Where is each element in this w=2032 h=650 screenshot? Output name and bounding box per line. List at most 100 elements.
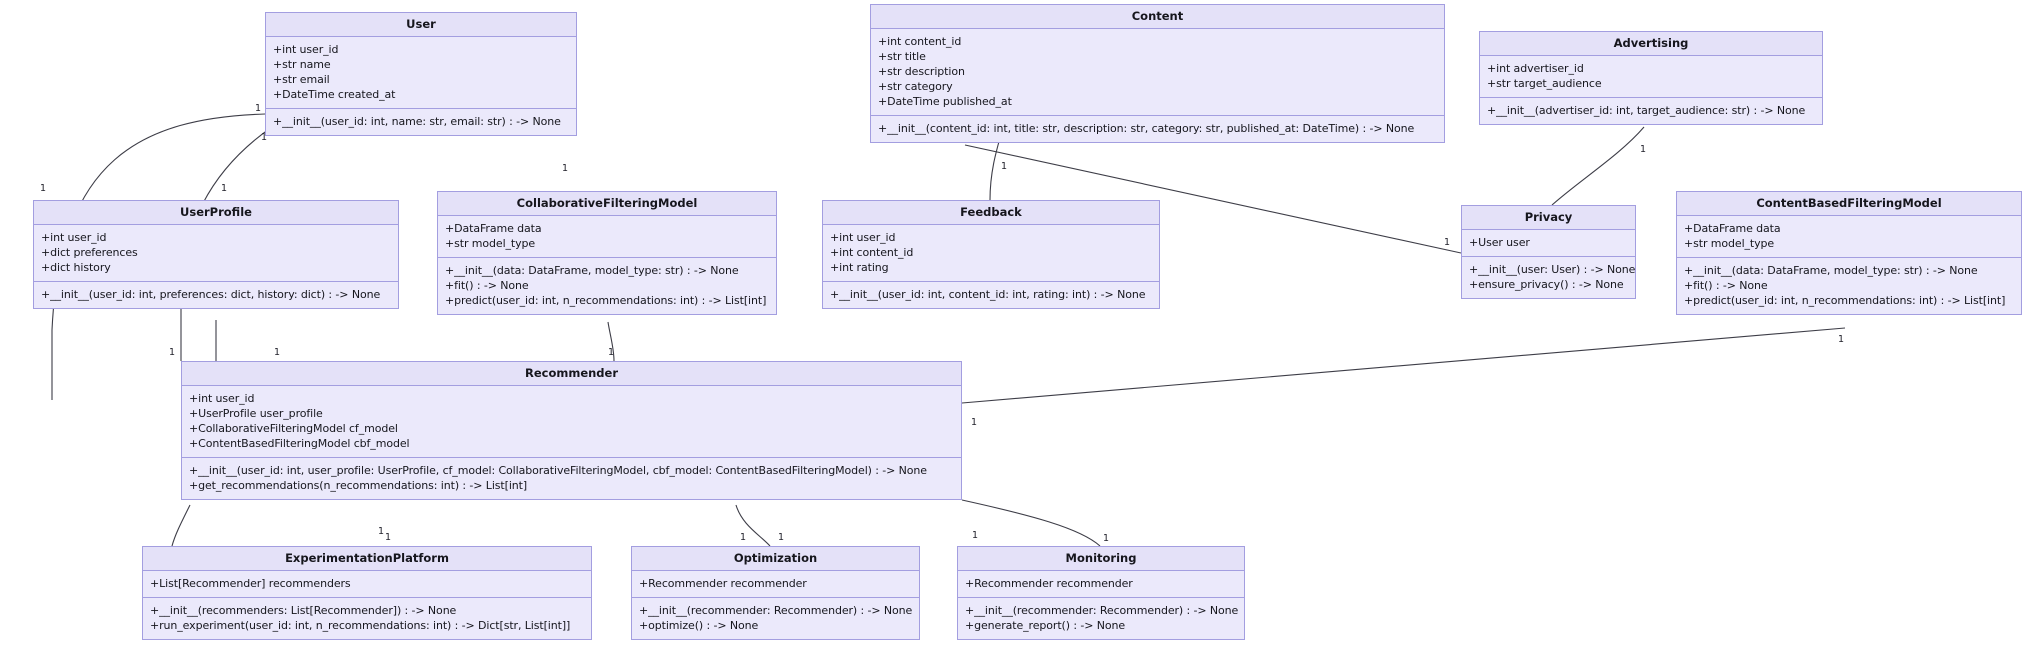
attribute-row: +dict history [41,261,111,274]
attribute-row: +str title [878,50,926,63]
methods-compartment-feedback: +__init__(user_id: int, content_id: int,… [823,282,1159,308]
attribute-row: +int user_id [273,43,339,56]
method-row: +__init__(user_id: int, preferences: dic… [41,288,381,301]
multiplicity-label: 1 [255,103,262,114]
edge-recommender-experimentation [171,504,191,547]
class-box-userprofile[interactable]: UserProfile +int user_id +dict preferences… [33,200,399,309]
attribute-row: +UserProfile user_profile [189,407,323,420]
class-box-content[interactable]: Content +int content_id +str title +str des… [870,4,1445,143]
multiplicity-label: 1 [1103,533,1110,544]
method-row: +__init__(user: User) : -> None [1469,263,1636,276]
attribute-row: +int content_id [878,35,962,48]
class-title-optimization: Optimization [632,547,919,571]
class-title-cbfmodel: ContentBasedFilteringModel [1677,192,2021,216]
attribute-row: +DataFrame data [445,222,542,235]
class-box-cfmodel[interactable]: CollaborativeFilteringModel +DataFrame da… [437,191,777,315]
class-box-optimization[interactable]: Optimization +Recommender recommender +__i… [631,546,920,640]
methods-compartment-content: +__init__(content_id: int, title: str, d… [871,116,1444,142]
method-row: +__init__(recommender: Recommender) : ->… [965,604,1239,617]
attribute-row: +int user_id [830,231,896,244]
attributes-compartment-userprofile: +int user_id +dict preferences +dict histo… [34,225,398,282]
attributes-compartment-content: +int content_id +str title +str descriptio… [871,29,1444,116]
class-box-recommender[interactable]: Recommender+int user_id+UserProfile user… [181,361,962,500]
method-row: +__init__(user_id: int, content_id: int,… [830,288,1146,301]
method-row: +optimize() : -> None [639,619,759,632]
attributes-compartment-feedback: +int user_id+int content_id+int rating [823,225,1159,282]
method-row: +__init__(data: DataFrame, model_type: s… [445,264,739,277]
edge-recommender-cbfmodel [961,327,1846,404]
attributes-compartment-experimentationplatform: +List[Recommender] recommenders [143,571,591,598]
methods-compartment-advertising: +__init__(advertiser_id: int, target_aud… [1480,98,1822,124]
class-title-content: Content [871,5,1444,29]
method-row: +__init__(user_id: int, name: str, email… [273,115,561,128]
attribute-row: +DateTime published_at [878,95,1012,108]
attribute-row: +str email [273,73,330,86]
attributes-compartment-optimization: +Recommender recommender [632,571,919,598]
multiplicity-label: 1 [1640,144,1647,155]
multiplicity-label: 1 [562,163,569,174]
attribute-row: +Recommender recommender [639,577,807,590]
class-title-advertising: Advertising [1480,32,1822,56]
edge-advertising-privacy [1551,126,1645,206]
multiplicity-label: 1 [971,417,978,428]
attribute-row: +int advertiser_id [1487,62,1584,75]
attributes-compartment-privacy: +User user [1462,230,1635,257]
method-row: +get_recommendations(n_recommendations: … [189,479,528,492]
methods-compartment-monitoring: +__init__(recommender: Recommender) : ->… [958,598,1244,639]
attribute-row: +str name [273,58,331,71]
attribute-row: +int user_id [189,392,255,405]
attribute-row: +str description [878,65,965,78]
multiplicity-label: 1 [778,532,785,543]
attribute-row: +str model_type [445,237,536,250]
multiplicity-label: 1 [1444,237,1451,248]
multiplicity-label: 1 [261,132,268,143]
methods-compartment-recommender: +__init__(user_id: int, user_profile: Us… [182,458,961,499]
edge-recommender-monitoring [961,499,1101,547]
methods-compartment-user: +__init__(user_id: int, name: str, email… [266,109,576,135]
attribute-row: +str model_type [1684,237,1775,250]
method-row: +__init__(data: DataFrame, model_type: s… [1684,264,1978,277]
method-row: +fit() : -> None [1684,279,1768,292]
attribute-row: +User user [1469,236,1530,249]
class-box-feedback[interactable]: Feedback+int user_id+int content_id+int … [822,200,1160,309]
methods-compartment-cfmodel: +__init__(data: DataFrame, model_type: s… [438,258,776,314]
multiplicity-label: 1 [740,532,747,543]
method-row: +run_experiment(user_id: int, n_recommen… [150,619,571,632]
attribute-row: +int rating [830,261,889,274]
multiplicity-label: 1 [1001,161,1008,172]
attribute-row: +str category [878,80,953,93]
multiplicity-label: 1 [274,347,281,358]
attributes-compartment-user: +int user_id +str name +str email +DateTime… [266,37,576,109]
class-title-monitoring: Monitoring [958,547,1244,571]
class-title-cfmodel: CollaborativeFilteringModel [438,192,776,216]
attribute-row: +DateTime created_at [273,88,396,101]
class-title-privacy: Privacy [1462,206,1635,230]
class-box-cbfmodel[interactable]: ContentBasedFilteringModel+DataFrame dat… [1676,191,2022,315]
methods-compartment-optimization: +__init__(recommender: Recommender) : ->… [632,598,919,639]
method-row: +predict(user_id: int, n_recommendations… [445,294,767,307]
attribute-row: +dict preferences [41,246,138,259]
attribute-row: +int user_id [41,231,107,244]
attributes-compartment-cbfmodel: +DataFrame data +str model_type [1677,216,2021,258]
method-row: +predict(user_id: int, n_recommendations… [1684,294,2006,307]
class-box-experimentationplatform[interactable]: ExperimentationPlatform+List[Recommender… [142,546,592,640]
multiplicity-label: 1 [169,347,176,358]
attribute-row: +str target_audience [1487,77,1602,90]
class-box-user[interactable]: User +int user_id +str name +str email +Date… [265,12,577,136]
method-row: +generate_report() : -> None [965,619,1126,632]
class-box-advertising[interactable]: Advertising +int advertiser_id +str target… [1479,31,1823,125]
method-row: +__init__(content_id: int, title: str, d… [878,122,1415,135]
multiplicity-label: 1 [378,526,385,537]
class-box-monitoring[interactable]: Monitoring+Recommender recommender +__ini… [957,546,1245,640]
attributes-compartment-monitoring: +Recommender recommender [958,571,1244,598]
method-row: +__init__(recommender: Recommender) : ->… [639,604,913,617]
class-title-userprofile: UserProfile [34,201,398,225]
class-box-privacy[interactable]: Privacy +User user +__init__(user: User) :… [1461,205,1636,299]
method-row: +__init__(advertiser_id: int, target_aud… [1487,104,1806,117]
methods-compartment-cbfmodel: +__init__(data: DataFrame, model_type: s… [1677,258,2021,314]
attribute-row: +CollaborativeFilteringModel cf_model [189,422,398,435]
attribute-row: +List[Recommender] recommenders [150,577,351,590]
attribute-row: +DataFrame data [1684,222,1781,235]
class-title-user: User [266,13,576,37]
